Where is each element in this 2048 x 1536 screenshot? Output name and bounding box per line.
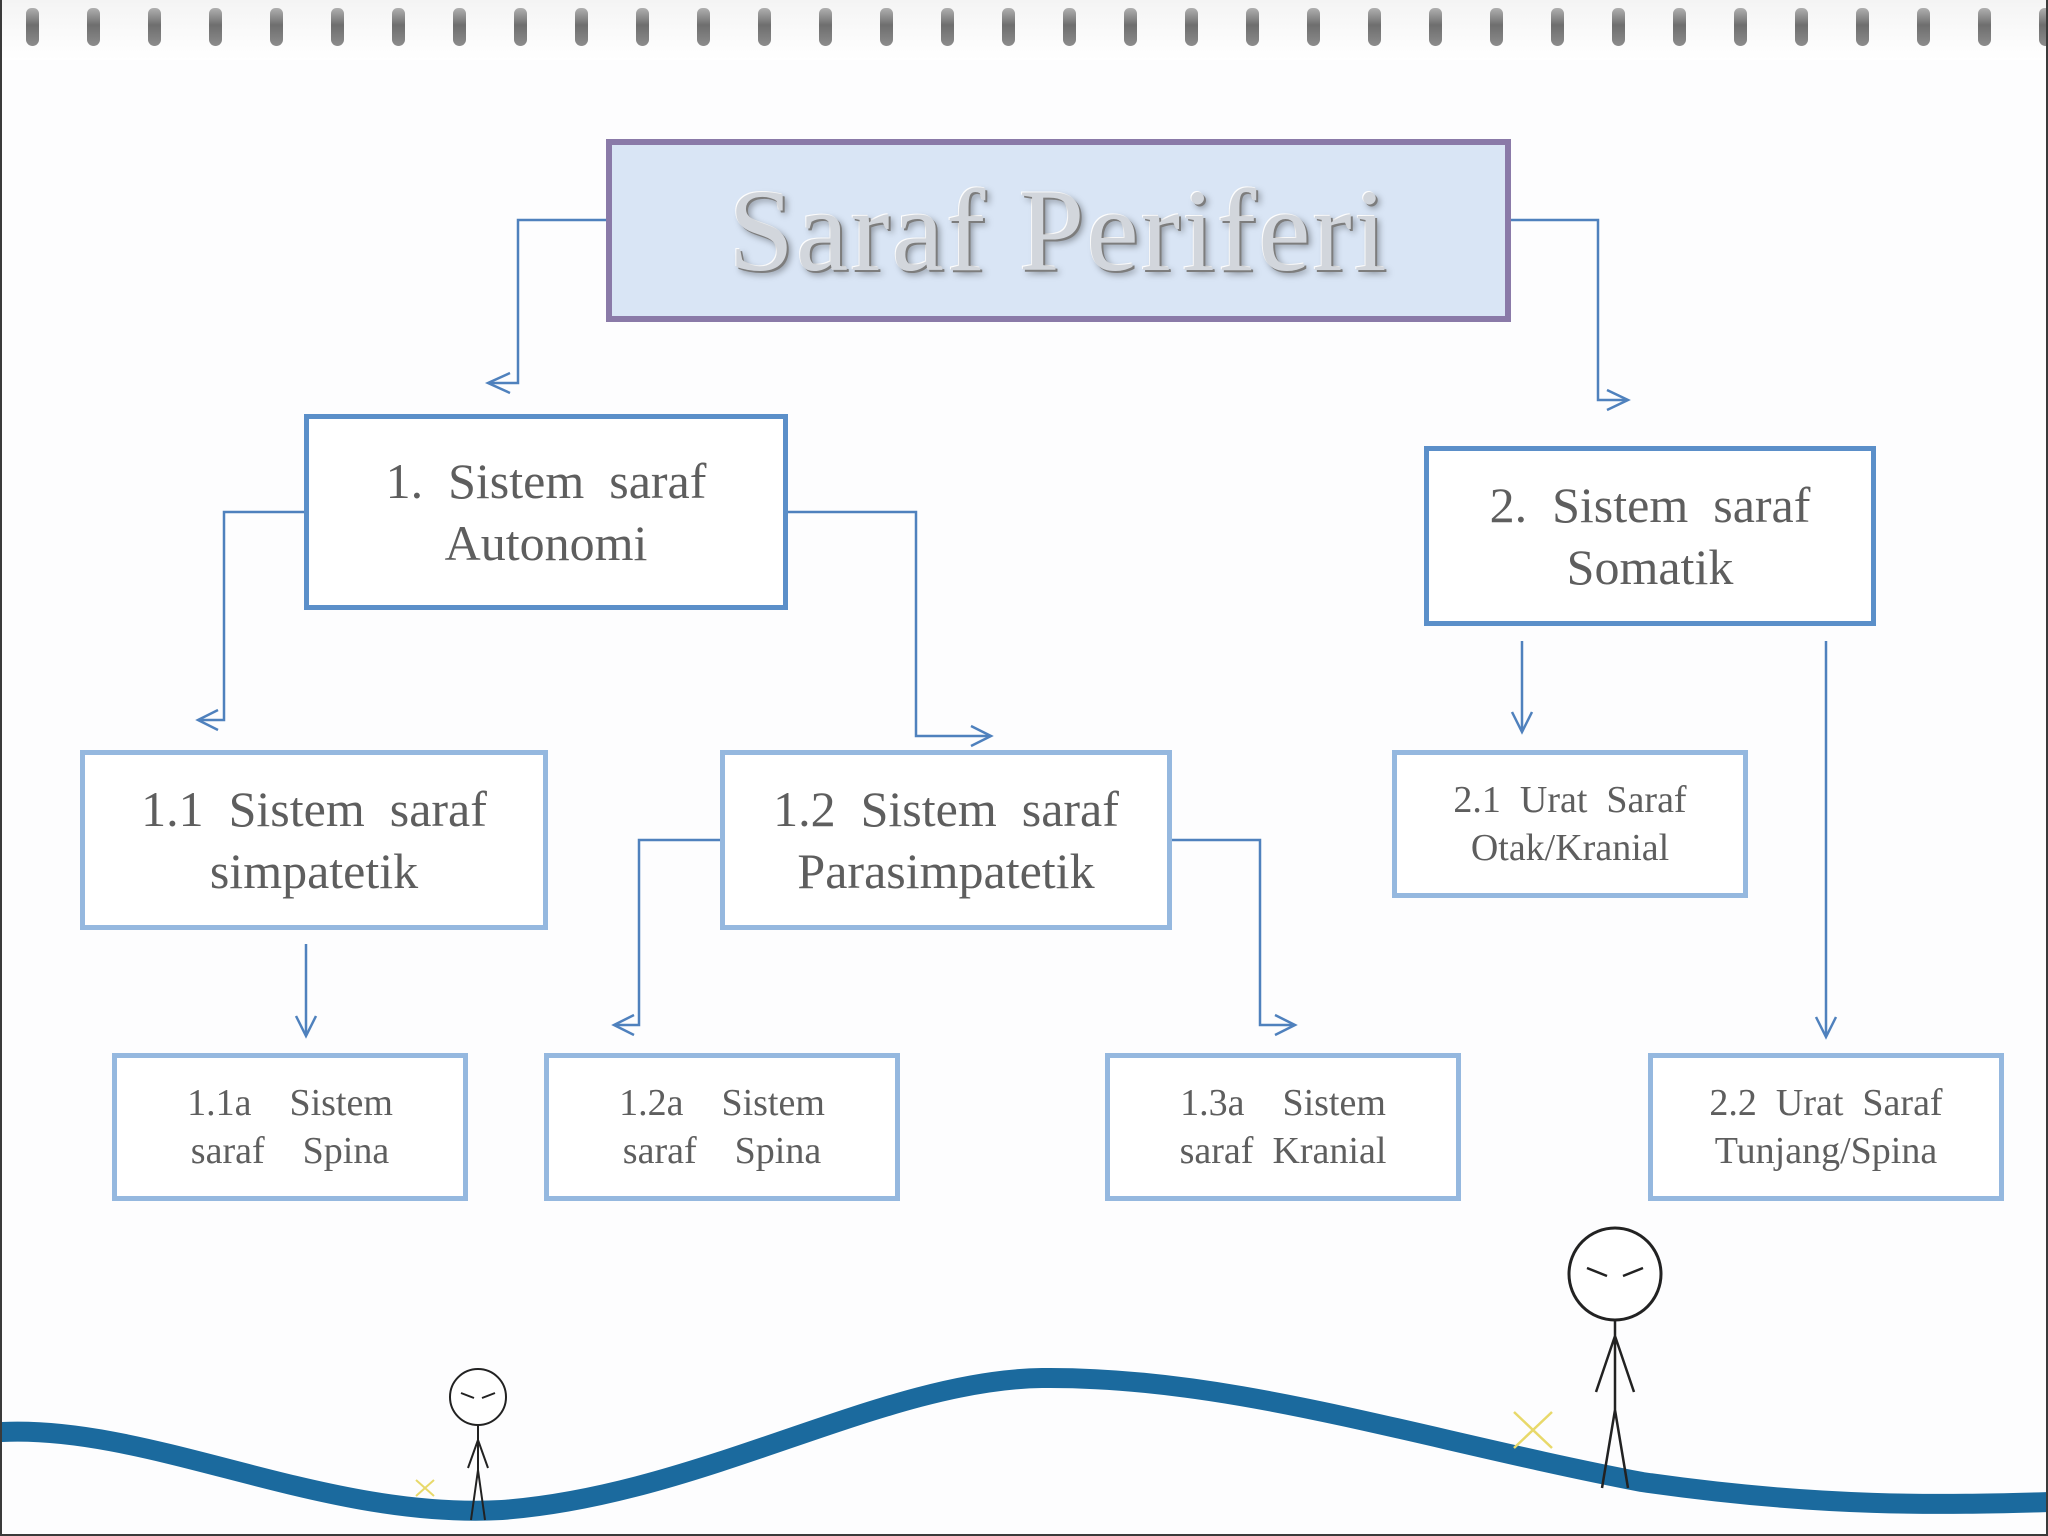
binding-ring <box>697 8 710 46</box>
node-kranial-1-3a-line2: saraf Kranial <box>1179 1130 1387 1172</box>
connector-parasimpatetik-to-spina-1-2a <box>614 838 720 1027</box>
node-parasimpatetik-line2: Parasimpatetik <box>797 843 1095 899</box>
arrowhead-urat-otak <box>1510 711 1534 735</box>
small-x-mark <box>415 1479 435 1497</box>
binding-ring <box>880 8 893 46</box>
node-kranial-1-3a: 1.3a Sistem saraf Kranial <box>1105 1053 1461 1201</box>
binding-ring <box>1429 8 1442 46</box>
binding-ring <box>1490 8 1503 46</box>
binding-ring <box>1856 8 1869 46</box>
binding-ring <box>1612 8 1625 46</box>
node-spina-1-2a-line1: 1.2a Sistem <box>619 1082 825 1124</box>
binding-ring <box>2039 8 2046 46</box>
node-simpatetik-line1: 1.1 Sistem saraf <box>141 781 487 837</box>
binding-ring <box>270 8 283 46</box>
node-parasimpatetik: 1.2 Sistem saraf Parasimpatetik <box>720 750 1172 930</box>
node-spina-1-1a-line2: saraf Spina <box>190 1130 390 1172</box>
node-simpatetik: 1.1 Sistem saraf simpatetik <box>80 750 548 930</box>
binding-ring <box>1551 8 1564 46</box>
connector-title-to-somatik <box>1511 218 1628 402</box>
node-somatik: 2. Sistem saraf Somatik <box>1424 446 1876 626</box>
arrowhead-spina-1-1a <box>294 1015 318 1039</box>
binding-ring <box>148 8 161 46</box>
binding-ring <box>1063 8 1076 46</box>
spiral-binding <box>2 0 2046 60</box>
binding-ring <box>331 8 344 46</box>
node-kranial-1-3a-line1: 1.3a Sistem <box>1180 1082 1386 1124</box>
binding-ring <box>1124 8 1137 46</box>
binding-ring <box>514 8 527 46</box>
connector-parasimpatetik-to-kranial-1-3a <box>1172 838 1295 1027</box>
node-urat-otak: 2.1 Urat Saraf Otak/Kranial <box>1392 750 1748 898</box>
binding-ring <box>1185 8 1198 46</box>
node-urat-tunjang: 2.2 Urat Saraf Tunjang/Spina <box>1648 1053 2004 1201</box>
binding-ring <box>636 8 649 46</box>
binding-ring <box>1673 8 1686 46</box>
ground-wave <box>2 1367 2046 1521</box>
arrowhead-kranial-1-3a <box>1274 1013 1298 1037</box>
arrowhead-simpatetik <box>195 708 219 732</box>
binding-ring <box>392 8 405 46</box>
connector-title-to-autonomi <box>488 218 606 385</box>
small-stick-figure <box>449 1368 507 1521</box>
arrowhead-autonomi <box>484 371 511 395</box>
node-spina-1-2a-line2: saraf Spina <box>622 1130 822 1172</box>
binding-ring <box>1002 8 1015 46</box>
node-urat-tunjang-line2: Tunjang/Spina <box>1714 1130 1938 1172</box>
binding-ring <box>1246 8 1259 46</box>
binding-ring <box>758 8 771 46</box>
binding-ring <box>87 8 100 46</box>
title-text: Saraf Periferi <box>728 164 1389 296</box>
node-urat-otak-line1: 2.1 Urat Saraf <box>1453 779 1687 821</box>
node-parasimpatetik-line1: 1.2 Sistem saraf <box>773 781 1119 837</box>
binding-ring <box>575 8 588 46</box>
arrowhead-parasimpatetik <box>970 724 994 748</box>
connector-autonomi-to-parasimpatetik <box>788 510 991 738</box>
node-autonomi: 1. Sistem saraf Autonomi <box>304 414 788 610</box>
binding-ring <box>1734 8 1747 46</box>
node-somatik-line2: Somatik <box>1566 539 1734 595</box>
node-urat-tunjang-line1: 2.2 Urat Saraf <box>1709 1082 1943 1124</box>
binding-ring <box>1795 8 1808 46</box>
binding-ring <box>26 8 39 46</box>
connector-autonomi-to-simpatetik <box>198 510 304 722</box>
node-autonomi-line1: 1. Sistem saraf <box>385 453 707 509</box>
node-autonomi-line2: Autonomi <box>444 515 648 571</box>
binding-ring <box>1978 8 1991 46</box>
node-simpatetik-line2: simpatetik <box>209 843 419 899</box>
arrowhead-urat-tunjang <box>1814 1016 1838 1040</box>
large-stick-figure <box>1567 1226 1663 1489</box>
binding-ring <box>1307 8 1320 46</box>
binding-ring <box>941 8 954 46</box>
binding-ring <box>209 8 222 46</box>
title-box: Saraf Periferi <box>606 139 1511 322</box>
binding-ring <box>819 8 832 46</box>
arrowhead-somatik <box>1606 388 1631 412</box>
node-spina-1-2a: 1.2a Sistem saraf Spina <box>544 1053 900 1201</box>
binding-ring <box>1917 8 1930 46</box>
node-spina-1-1a-line1: 1.1a Sistem <box>187 1082 393 1124</box>
node-spina-1-1a: 1.1a Sistem saraf Spina <box>112 1053 468 1201</box>
node-somatik-line1: 2. Sistem saraf <box>1489 477 1811 533</box>
binding-ring <box>1368 8 1381 46</box>
large-x-mark <box>1513 1411 1553 1449</box>
binding-ring <box>453 8 466 46</box>
arrowhead-spina-1-2a <box>611 1013 635 1037</box>
node-urat-otak-line2: Otak/Kranial <box>1470 827 1670 869</box>
